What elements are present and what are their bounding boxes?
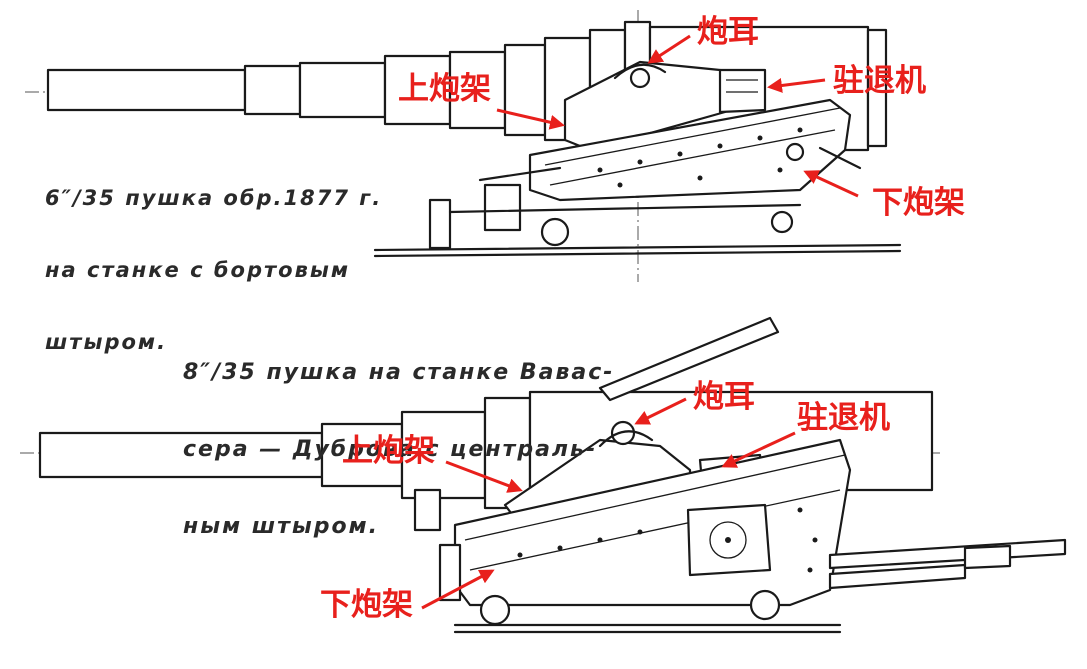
label-bottom-recoil-brake: 驻退机 [797,400,890,436]
label-top-upper-carriage: 上炮架 [398,71,491,107]
arrow-top-recoil-brake [767,78,826,93]
caption-top-line-2: на станке с бортовым [45,258,351,282]
caption-bottom-line-3: ным штыром. [183,514,379,539]
caption-top-line-3: штыром. [45,330,168,354]
label-top-recoil-brake: 驻退机 [833,63,926,99]
label-bottom-upper-carriage: 上炮架 [342,433,435,469]
arrow-bottom-lower-carriage [421,569,495,610]
arrow-bottom-trunnion [634,397,687,425]
caption-bottom-line-1: 8″/35 пушка на станке Вавас- [183,360,615,385]
arrow-top-lower-carriage [803,170,859,198]
caption-bottom: 8″/35 пушка на станке Вавас- сера — Дубр… [183,318,614,571]
arrow-top-upper-carriage [496,108,565,130]
label-top-trunnion: 炮耳 [697,14,759,50]
caption-top: 6″/35 пушка обр.1877 г. на станке с борт… [45,146,382,383]
annotation-arrows [421,34,859,610]
caption-bottom-line-2: сера — Дуброва с централь- [183,437,598,462]
arrow-bottom-recoil-brake [721,431,796,468]
label-bottom-lower-carriage: 下炮架 [320,587,413,623]
label-bottom-trunnion: 炮耳 [693,379,755,415]
bottom-gun-drawing [20,316,1067,634]
caption-top-line-1: 6″/35 пушка обр.1877 г. [45,186,383,210]
arrow-bottom-upper-carriage [445,460,523,493]
label-top-lower-carriage: 下炮架 [872,185,965,221]
arrow-top-trunnion [647,34,691,64]
top-gun-drawing [25,10,902,282]
